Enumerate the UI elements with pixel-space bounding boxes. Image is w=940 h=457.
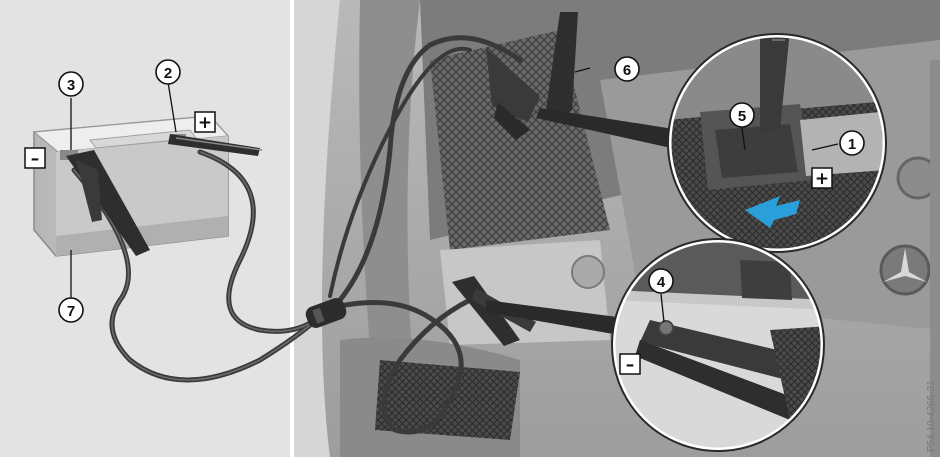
panel-divider xyxy=(290,0,294,457)
svg-text:6: 6 xyxy=(623,62,631,79)
minus-sign-battery: – xyxy=(25,148,45,169)
plus-sign-battery: + xyxy=(195,112,215,133)
reference-code: P54.10-4266-31 xyxy=(926,380,937,452)
svg-text:2: 2 xyxy=(164,65,172,82)
plus-sign-terminal: + xyxy=(812,168,832,189)
callout-2: 2 xyxy=(156,60,180,84)
svg-text:7: 7 xyxy=(67,303,75,320)
svg-text:5: 5 xyxy=(738,108,746,125)
minus-sign-ground: – xyxy=(620,354,640,375)
ground-bolt xyxy=(659,321,673,335)
svg-text:–: – xyxy=(626,355,635,375)
callout-6: 6 xyxy=(615,57,639,81)
callout-3: 3 xyxy=(59,72,83,96)
svg-text:–: – xyxy=(31,149,40,169)
callout-7: 7 xyxy=(59,298,83,322)
svg-text:4: 4 xyxy=(657,274,666,291)
callout-1: 1 xyxy=(840,131,864,155)
svg-text:+: + xyxy=(198,113,212,133)
callout-5: 5 xyxy=(730,103,754,127)
svg-text:1: 1 xyxy=(848,136,856,153)
callout-4: 4 xyxy=(649,269,673,293)
svg-text:+: + xyxy=(815,169,829,189)
svg-text:3: 3 xyxy=(67,77,75,94)
